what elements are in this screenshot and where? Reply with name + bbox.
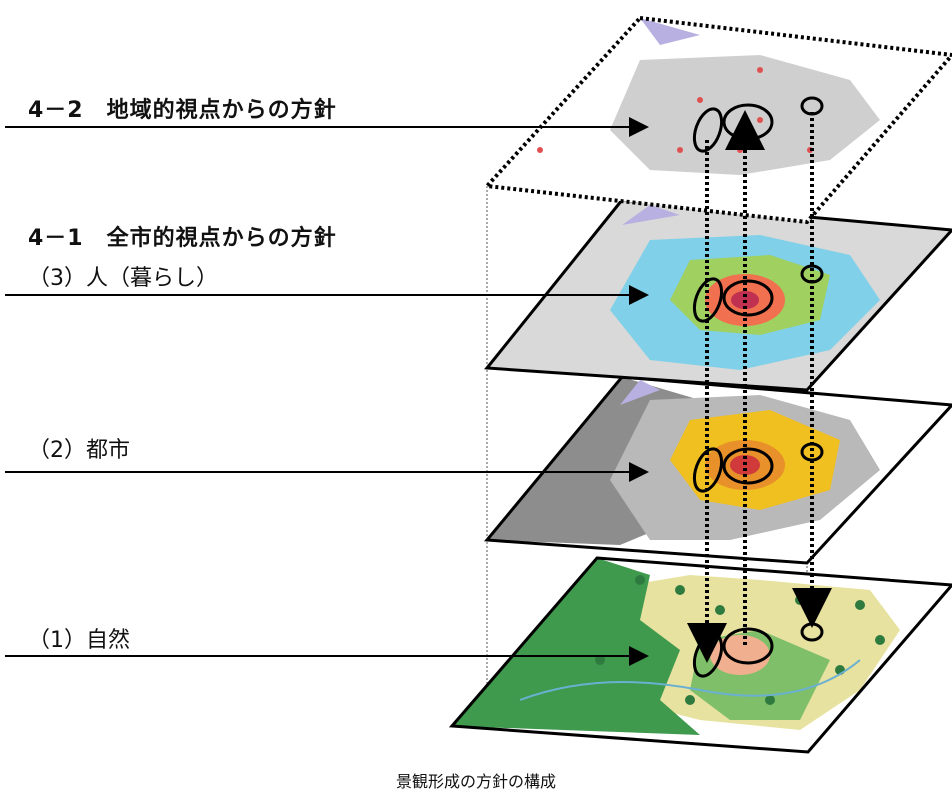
layer-connectors — [687, 110, 832, 663]
label-nature: （1）自然 — [28, 628, 130, 653]
pointer-arrows — [5, 117, 649, 666]
layer-nature-frame — [448, 556, 952, 754]
layer-region — [487, 18, 952, 222]
layer-people-frame — [484, 198, 952, 392]
layer-urban-frame — [483, 375, 952, 565]
label-people: （3）人（暮らし） — [28, 266, 218, 291]
label-4-2: 4－2 地域的視点からの方針 — [28, 98, 337, 123]
figure-caption: 景観形成の方針の構成 — [395, 772, 556, 791]
layer-region-frame — [482, 15, 952, 225]
highlight-ellipses — [692, 96, 824, 678]
label-urban: （2）都市 — [28, 438, 130, 463]
label-4-1: 4－1 全市的視点からの方針 — [28, 226, 337, 251]
